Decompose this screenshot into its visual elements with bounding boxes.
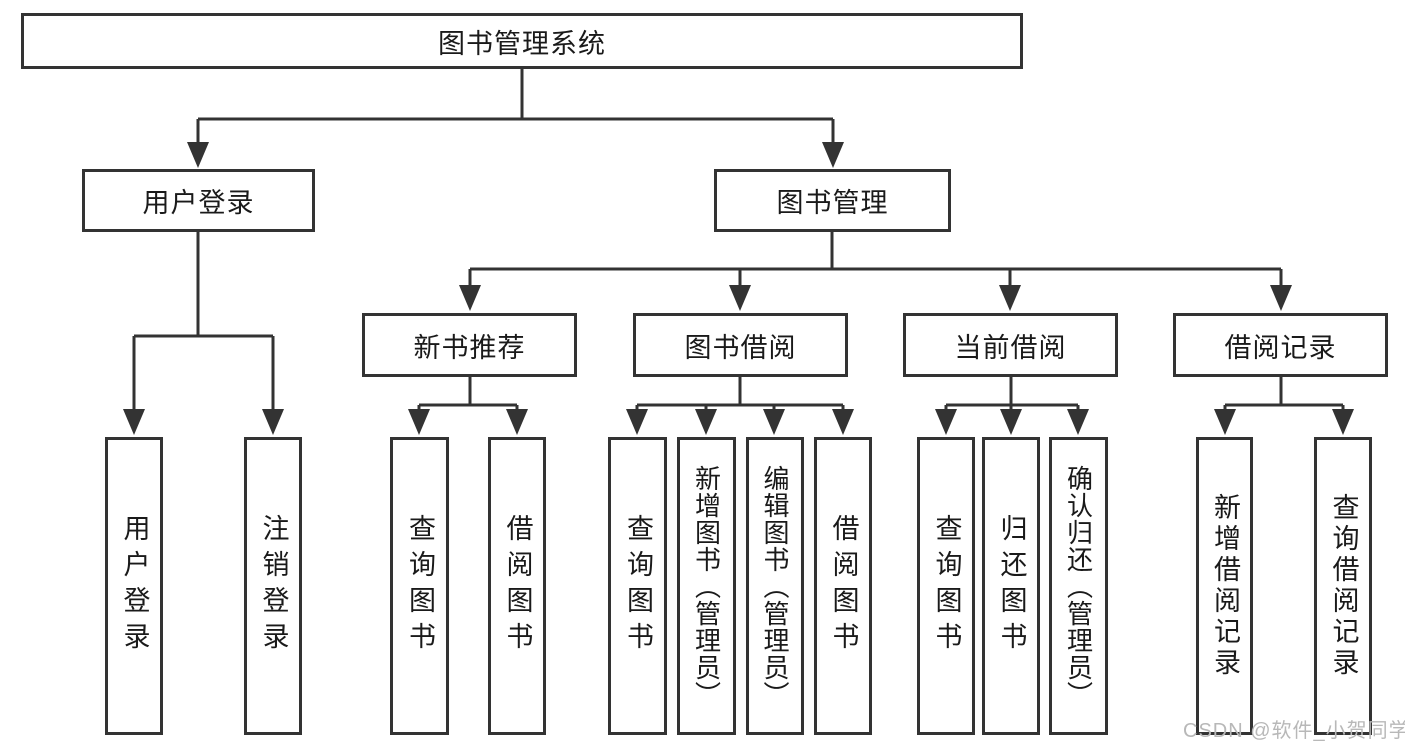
node-new-book-recommend: 新书推荐 bbox=[362, 313, 577, 377]
leaf-confirm-return-admin: 确认归还（管理员） bbox=[1049, 437, 1108, 735]
leaf-logout: 注销登录 bbox=[244, 437, 302, 735]
leaf-query-books-borrowing: 查询图书 bbox=[608, 437, 667, 735]
leaf-query-books-recommend: 查询图书 bbox=[390, 437, 449, 735]
watermark: CSDN @软件_小贺同学 bbox=[1183, 720, 1405, 742]
leaf-borrow-books-recommend: 借阅图书 bbox=[488, 437, 546, 735]
node-user-login: 用户登录 bbox=[82, 169, 315, 232]
arrowheads bbox=[123, 142, 1354, 435]
leaf-edit-books-admin: 编辑图书（管理员） bbox=[746, 437, 804, 735]
leaf-add-borrow-record: 新增借阅记录 bbox=[1196, 437, 1253, 735]
node-book-borrowing: 图书借阅 bbox=[633, 313, 848, 377]
node-current-borrowing: 当前借阅 bbox=[903, 313, 1118, 377]
node-library-system: 图书管理系统 bbox=[21, 13, 1023, 69]
leaf-query-books-current: 查询图书 bbox=[917, 437, 975, 735]
leaf-user-login: 用户登录 bbox=[105, 437, 163, 735]
leaf-borrow-books-borrowing: 借阅图书 bbox=[814, 437, 872, 735]
leaf-return-books: 归还图书 bbox=[982, 437, 1040, 735]
leaf-query-borrow-record: 查询借阅记录 bbox=[1314, 437, 1372, 735]
leaf-add-books-admin: 新增图书（管理员） bbox=[677, 437, 736, 735]
node-borrowing-records: 借阅记录 bbox=[1173, 313, 1388, 377]
node-book-management: 图书管理 bbox=[714, 169, 951, 232]
